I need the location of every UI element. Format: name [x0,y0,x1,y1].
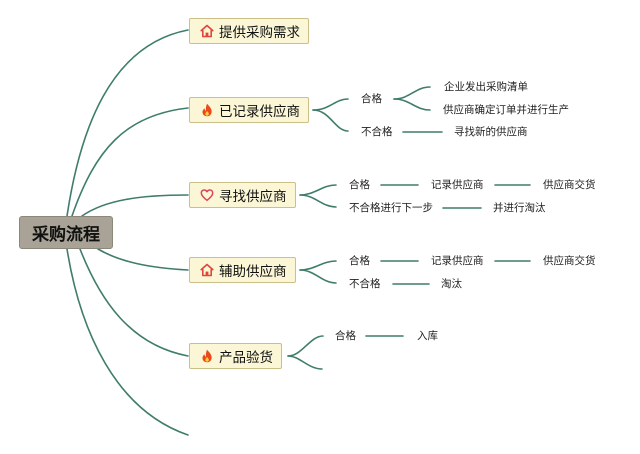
branch-node-3[interactable]: 寻找供应商 [189,182,296,208]
home-icon [200,263,214,277]
b4-pass-b-label[interactable]: 供应商交货 [543,255,596,267]
b2-fail-label[interactable]: 不合格 [361,126,393,138]
root-label: 采购流程 [32,225,100,245]
branch-label-4: 辅助供应商 [219,264,287,280]
branch-node-1[interactable]: 提供采购需求 [189,18,309,44]
branch-label-2: 已记录供应商 [219,104,300,120]
b3-fail-a-label[interactable]: 并进行淘汰 [493,202,546,214]
connector-root-b5 [79,248,189,357]
connector-b2-pass [312,98,349,111]
connector-b3-pass [299,184,337,196]
connector-b5-empty [287,355,323,370]
home-icon [200,24,214,38]
branch-label-5: 产品验货 [219,350,273,366]
connector-b4-pass [299,260,337,271]
branch-node-4[interactable]: 辅助供应商 [189,257,296,283]
flame-icon [200,349,214,363]
connector-root-b2 [71,107,189,217]
b3-pass-b-label[interactable]: 供应商交货 [543,179,596,191]
b4-fail-label[interactable]: 不合格 [349,278,381,290]
b5-pass-label[interactable]: 合格 [335,330,356,342]
b5-pass-a-label[interactable]: 入库 [417,330,438,342]
branch-label-1: 提供采购需求 [219,25,300,41]
b2-pass-a-label[interactable]: 企业发出采购清单 [444,81,528,93]
branch-node-2[interactable]: 已记录供应商 [189,97,309,123]
connector-b3-fail [299,194,337,208]
connector-b2-fail [312,109,349,132]
flame-icon [200,103,214,117]
b4-pass-label[interactable]: 合格 [349,255,370,267]
connector-b2-pass-b [393,98,431,111]
b2-pass-label[interactable]: 合格 [361,93,382,105]
b4-fail-a-label[interactable]: 淘汰 [441,278,462,290]
b4-pass-a-label[interactable]: 记录供应商 [431,255,484,267]
b3-fail-label[interactable]: 不合格进行下一步 [349,202,433,214]
b3-pass-a-label[interactable]: 记录供应商 [431,179,484,191]
b2-pass-b-label[interactable]: 供应商确定订单并进行生产 [443,104,569,116]
connector-root-b4 [97,248,189,271]
branch-node-5[interactable]: 产品验货 [189,343,282,369]
connector-b4-fail [299,269,337,284]
heart-icon [200,188,214,202]
root-node[interactable]: 采购流程 [19,216,113,249]
connector-root-b3 [81,194,189,217]
connector-root-b6 [66,248,189,436]
connector-root-b1 [66,29,189,217]
connector-b2-pass-a [393,86,431,100]
branch-label-3: 寻找供应商 [219,189,287,205]
b3-pass-label[interactable]: 合格 [349,179,370,191]
b2-fail-a-label[interactable]: 寻找新的供应商 [454,126,528,138]
connector-b5-pass [287,335,324,357]
